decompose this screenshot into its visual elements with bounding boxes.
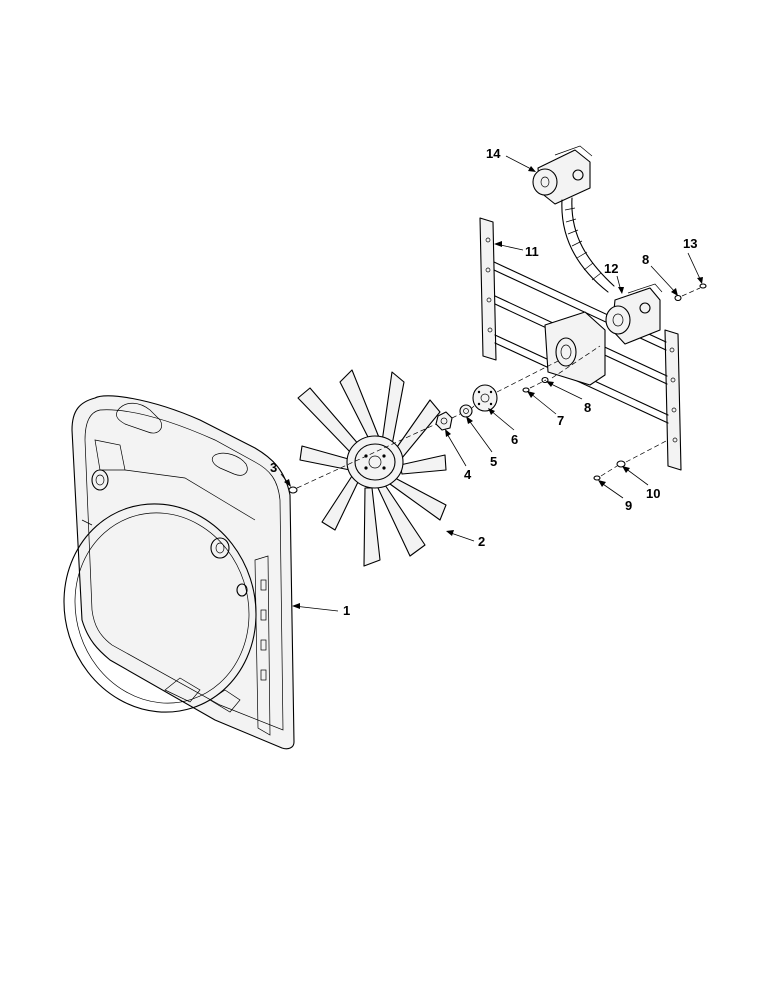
callout-13: 13 [683,236,697,251]
callout-8-lower: 8 [584,400,591,415]
callout-6: 6 [511,432,518,447]
fan-shroud [63,395,295,750]
hydraulic-pump-14 [532,145,593,205]
washer-5 [459,404,473,418]
washer-8-upper [674,294,682,302]
bolt-3 [288,486,298,494]
washer-10 [616,460,626,468]
bolt-9 [593,475,601,481]
callout-14: 14 [486,146,501,161]
callout-2: 2 [478,534,485,549]
bolt-7 [522,387,530,393]
callout-1: 1 [343,603,350,618]
assembly-axis-lines [296,287,701,489]
callout-leaders [280,155,703,612]
pump-link-ribbon [561,197,615,293]
callout-12: 12 [604,261,618,276]
callout-4: 4 [464,467,472,482]
adapter-plate-6 [472,384,498,412]
callout-11: 11 [525,244,539,259]
callout-7: 7 [557,413,564,428]
callout-10: 10 [646,486,660,501]
callout-8-upper: 8 [642,252,649,267]
callout-9: 9 [625,498,632,513]
bolt-13 [699,283,707,289]
washer-8-lower [541,376,549,384]
fan-blade-assembly [297,369,447,567]
callout-labels: 1 2 3 4 5 6 7 8 8 9 10 11 12 13 14 [270,146,697,618]
callout-3: 3 [270,460,277,475]
callout-5: 5 [490,454,497,469]
hydraulic-pump-12 [605,283,663,345]
mounting-bracket-11 [479,217,682,471]
